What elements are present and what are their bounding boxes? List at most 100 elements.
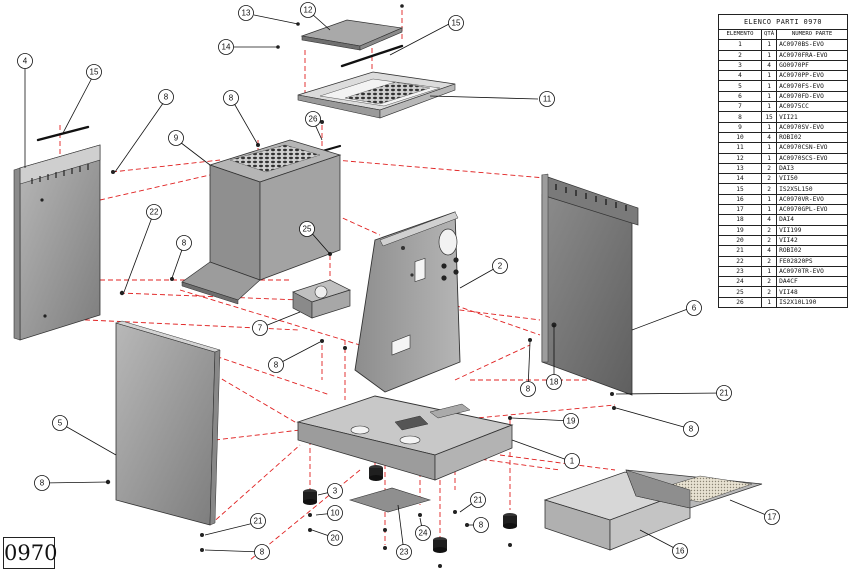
- svg-text:26: 26: [309, 115, 318, 124]
- callout-8-a: 8: [158, 89, 174, 105]
- svg-text:20: 20: [331, 534, 340, 543]
- cell-qty: 1: [760, 70, 778, 82]
- callout-24: 24: [415, 525, 431, 541]
- svg-text:5: 5: [58, 419, 63, 428]
- cell-part-number: VII50: [776, 173, 848, 185]
- cell-qty: 1: [760, 296, 778, 309]
- svg-text:18: 18: [550, 378, 559, 387]
- front-panel-part-2: [354, 211, 461, 393]
- cell-element: 14: [718, 173, 762, 185]
- callout-8-e: 8: [520, 381, 536, 397]
- svg-text:12: 12: [304, 6, 313, 15]
- svg-text:4: 4: [23, 57, 28, 66]
- cell-qty: 2: [760, 286, 778, 298]
- plate-part-23: [348, 487, 432, 513]
- cell-qty: 4: [760, 214, 778, 226]
- cell-part-number: DA4CF: [776, 276, 848, 288]
- callout-19: 19: [563, 413, 579, 429]
- cell-qty: 1: [760, 90, 778, 103]
- cell-element: 3: [718, 59, 762, 72]
- cell-part-number: DAI3: [776, 162, 848, 175]
- drip-grid-part-17: [625, 469, 763, 509]
- callout-15-left: 15: [86, 64, 102, 80]
- cell-element: 19: [718, 224, 762, 236]
- cell-element: 1: [718, 39, 762, 51]
- cell-element: 22: [718, 255, 762, 267]
- svg-text:9: 9: [174, 134, 179, 143]
- foot-part-3-c: [503, 513, 517, 529]
- cell-element: 23: [718, 265, 762, 278]
- cell-element: 25: [718, 286, 762, 298]
- svg-text:15: 15: [90, 68, 99, 77]
- callout-12: 12: [300, 2, 316, 18]
- cell-qty: 1: [760, 49, 778, 61]
- svg-text:3: 3: [333, 487, 338, 496]
- cell-element: 21: [718, 245, 762, 257]
- svg-text:1: 1: [570, 457, 575, 466]
- svg-text:7: 7: [258, 324, 263, 333]
- cell-qty: 2: [760, 162, 778, 175]
- svg-text:21: 21: [254, 517, 263, 526]
- cell-part-number: VII21: [776, 111, 848, 123]
- cell-qty: 1: [760, 152, 778, 164]
- callouts: 13 12 14 15 4 15 8 8 11 9 26 22 8 25 2 6…: [17, 2, 780, 560]
- cell-part-number: VII199: [776, 224, 848, 236]
- cell-element: 5: [718, 80, 762, 92]
- drawing-code-label: 0970: [3, 537, 57, 569]
- callout-8-i: 8: [254, 544, 270, 560]
- cell-part-number: AC0970CSN-EVO: [776, 142, 848, 154]
- callout-13: 13: [238, 5, 254, 21]
- svg-text:17: 17: [768, 513, 777, 522]
- cell-part-number: AC0970PP-EVO: [776, 70, 848, 82]
- callout-6: 6: [686, 300, 702, 316]
- cell-qty: 2: [760, 276, 778, 288]
- header-qty: QTÀ: [760, 28, 778, 41]
- callout-1: 1: [564, 453, 580, 469]
- svg-text:25: 25: [303, 225, 312, 234]
- parts-table-title: ELENCO PARTI 0970: [718, 14, 848, 30]
- cell-element: 16: [718, 193, 762, 206]
- callout-10: 10: [327, 505, 343, 521]
- svg-text:21: 21: [720, 389, 729, 398]
- cell-part-number: AC0970VR-EVO: [776, 193, 848, 206]
- svg-text:13: 13: [242, 9, 251, 18]
- callout-8-h: 8: [473, 517, 489, 533]
- callout-4: 4: [17, 53, 33, 69]
- cell-qty: 1: [760, 204, 778, 216]
- svg-text:23: 23: [400, 548, 409, 557]
- cell-part-number: ROBI02: [776, 245, 848, 257]
- top-cover-part-12: [300, 19, 404, 51]
- callout-26: 26: [305, 111, 321, 127]
- svg-text:8: 8: [479, 521, 484, 530]
- callout-3: 3: [327, 483, 343, 499]
- cell-element: 7: [718, 101, 762, 113]
- svg-text:8: 8: [229, 94, 234, 103]
- cell-element: 10: [718, 131, 762, 144]
- cell-part-number: GO0970PF: [776, 59, 848, 72]
- svg-text:16: 16: [676, 547, 685, 556]
- svg-text:8: 8: [689, 425, 694, 434]
- svg-text:8: 8: [164, 93, 169, 102]
- cell-qty: 4: [760, 59, 778, 72]
- cell-element: 26: [718, 296, 762, 309]
- fasteners: [105, 4, 616, 568]
- cell-part-number: IS2X5L150: [776, 183, 848, 195]
- cell-element: 13: [718, 162, 762, 175]
- callout-8-g: 8: [34, 475, 50, 491]
- cell-part-number: AC0970FD-EVO: [776, 90, 848, 103]
- foot-part-3-b: [369, 465, 383, 481]
- cell-element: 15: [718, 183, 762, 195]
- cell-part-number: AC0970SCS-EVO: [776, 152, 848, 164]
- callout-25: 25: [299, 221, 315, 237]
- cell-element: 17: [718, 204, 762, 216]
